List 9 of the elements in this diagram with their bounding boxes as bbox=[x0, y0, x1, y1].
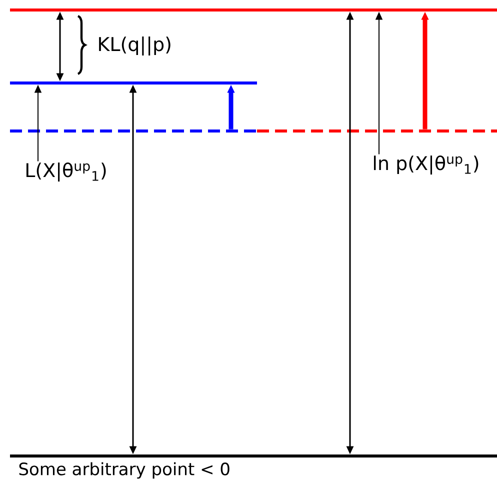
level-line bbox=[10, 454, 497, 458]
dashed-line bbox=[257, 130, 497, 132]
level-line bbox=[10, 8, 497, 12]
level-line bbox=[10, 82, 257, 84]
point-label: Some arbitrary point < 0 bbox=[19, 462, 230, 479]
formula-label: ln p(X|θ$^{up}$$_{1}$) bbox=[374, 155, 478, 175]
dashed-line bbox=[10, 130, 257, 132]
edge-label: KL(q||p) bbox=[99, 36, 170, 56]
formula-label: L(X|θ$^{up}$$_{1}$) bbox=[26, 162, 106, 182]
